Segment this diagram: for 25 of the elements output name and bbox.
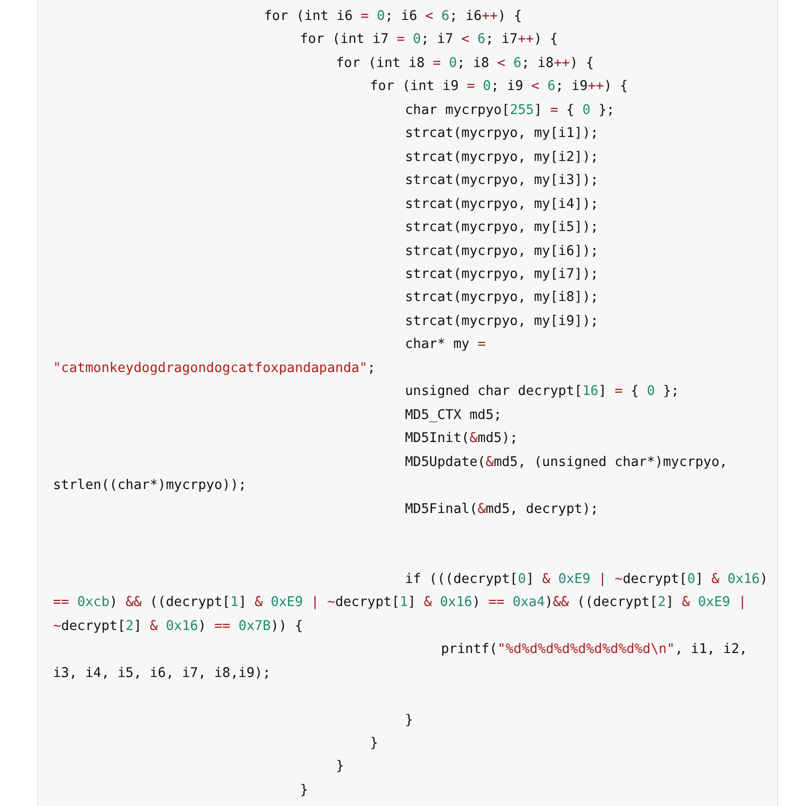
code-line: MD5Init(&md5);	[404, 430, 519, 448]
code-line: MD5Update(&md5, (unsigned char*)mycrpyo, strlen((char*)mycrpyo));	[53, 454, 728, 496]
code-line: char mycrpyo[255] = { 0 };	[404, 102, 616, 120]
code-line: strcat(mycrpyo, my[i5]);	[404, 219, 600, 238]
code-line: unsigned char decrypt[16] = { 0 };	[404, 383, 680, 402]
code-line: }	[404, 712, 414, 730]
code-line: strcat(mycrpyo, my[i2]);	[404, 148, 600, 167]
code-line: strcat(mycrpyo, my[i3]);	[404, 172, 600, 190]
code-line: strcat(mycrpyo, my[i4]);	[404, 196, 600, 214]
code-line: for (int i7 = 0; i7 < 6; i7++) {	[299, 31, 559, 50]
code-line: for (int i6 = 0; i6 < 6; i6++) {	[263, 8, 523, 26]
code-line: strcat(mycrpyo, my[i7]);	[404, 266, 600, 284]
code-line: }	[335, 758, 346, 776]
code-line: for (int i8 = 0; i8 < 6; i8++) {	[335, 54, 595, 73]
code-line: for (int i9 = 0; i9 < 6; i9++) {	[369, 78, 629, 96]
code-line: strcat(mycrpyo, my[i1]);	[404, 125, 600, 144]
code-line: strcat(mycrpyo, my[i6]);	[404, 242, 600, 261]
code-line: MD5_CTX md5;	[404, 406, 503, 425]
code-line: strcat(mycrpyo, my[i9]);	[404, 312, 600, 331]
code-line: }	[369, 735, 380, 754]
code-line: }	[299, 782, 310, 800]
code-line: char* my = "catmonkeydogdragondogcatfoxpandapanda";	[53, 336, 487, 378]
code-line: strcat(mycrpyo, my[i8]);	[404, 289, 600, 308]
code-line: MD5Final(&md5, decrypt);	[404, 500, 600, 519]
code-line: printf("%d%d%d%d%d%d%d%d%d\n", i1, i2, i3, i4, i5, i6, i7, i8,i9);	[53, 641, 748, 683]
